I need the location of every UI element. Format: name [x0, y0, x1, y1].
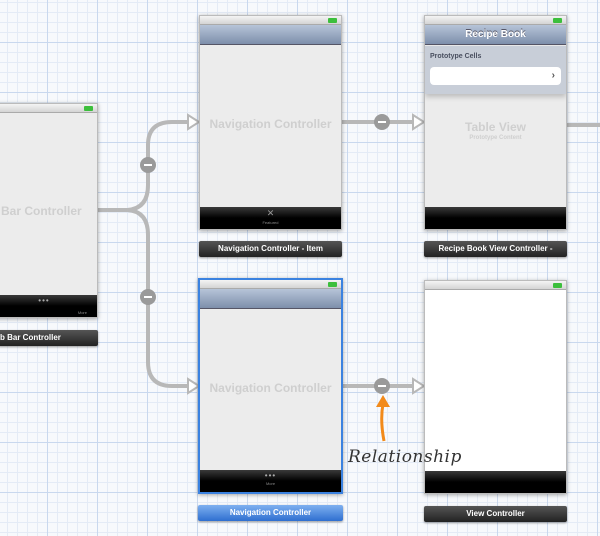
table-view-subtitle: Prototype Content	[469, 135, 522, 141]
scene-title: Navigation Controller	[209, 381, 332, 395]
chevron-right-icon: ›	[551, 70, 555, 81]
arrowhead	[187, 113, 201, 131]
scene-label-view-controller[interactable]: View Controller	[424, 506, 567, 522]
navigation-controller-scene[interactable]: Navigation Controller •••More	[198, 278, 343, 494]
tab-featured-label: Featured	[262, 220, 279, 225]
battery-icon	[553, 18, 562, 23]
navigation-controller-item-scene[interactable]: Navigation Controller ✕ Featured	[199, 15, 342, 230]
scene-label-recipe[interactable]: Recipe Book View Controller -	[424, 241, 567, 257]
scene-label-nav-selected[interactable]: Navigation Controller	[198, 505, 343, 521]
more-icon: •••	[38, 296, 50, 305]
battery-icon	[328, 282, 337, 287]
arrowhead	[412, 377, 426, 395]
annotation-relationship: Relationship	[348, 447, 462, 467]
table-view-title: Table View	[465, 120, 526, 134]
section-header: Prototype Cells	[430, 53, 482, 60]
battery-icon	[553, 283, 562, 288]
prototype-cell[interactable]: ›	[430, 67, 561, 85]
arrowhead	[412, 113, 426, 131]
scene-label-tab-bar[interactable]: b Bar Controller	[0, 330, 98, 346]
view-controller-scene[interactable]	[424, 280, 567, 494]
annotation-arrow	[376, 395, 390, 442]
battery-icon	[84, 106, 93, 111]
battery-icon	[328, 18, 337, 23]
scene-title: Navigation Controller	[209, 117, 332, 131]
arrowhead	[187, 377, 201, 395]
recipe-book-scene[interactable]: Recipe Book Prototype Cells › Table View…	[424, 15, 567, 230]
tab-bar-controller-scene[interactable]: Bar Controller ••• More	[0, 103, 98, 318]
relationship-segue-icon[interactable]	[140, 114, 390, 394]
nav-title: Recipe Book	[465, 29, 526, 40]
tab-more-label: More	[265, 481, 276, 486]
featured-tab-icon: ✕	[266, 208, 275, 218]
tab-more-label: More	[77, 310, 87, 315]
more-icon: •••	[264, 471, 277, 480]
scene-title: Bar Controller	[1, 204, 82, 218]
scene-label-nav-item[interactable]: Navigation Controller - Item	[199, 241, 342, 257]
